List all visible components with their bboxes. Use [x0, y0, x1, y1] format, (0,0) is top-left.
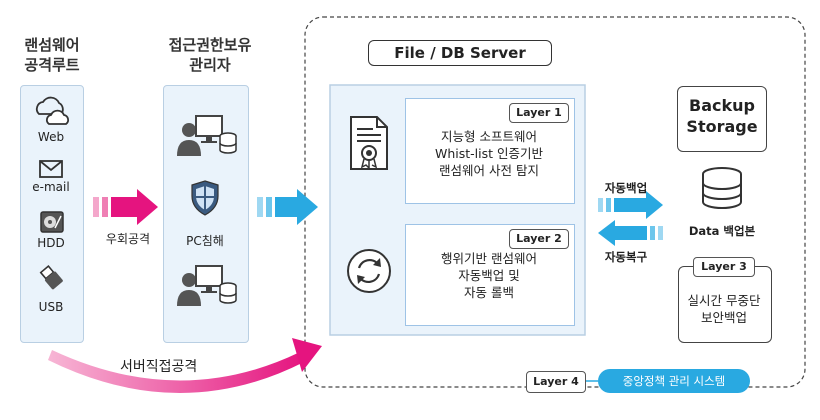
admin-pc-icon-top — [177, 115, 237, 156]
admin-title-line2: 관리자 — [189, 56, 231, 74]
backup-storage-box: Backup Storage — [677, 86, 767, 152]
admin-title-line1: 접근권한보유 — [168, 36, 252, 54]
pc-breach-label: PC침해 — [186, 234, 224, 248]
admin-pc-icon-bottom — [177, 265, 237, 306]
layer1-line1: 지능형 소프트웨어 — [441, 129, 537, 144]
layer1-line2: Whist-list 인증기반 — [434, 146, 543, 161]
auto-backup-label: 자동백업 — [604, 181, 648, 195]
envelope-icon — [39, 160, 63, 178]
direct-attack-arrow — [48, 338, 322, 394]
ransomware-title: 랜섬웨어 공격루트 — [0, 35, 104, 75]
hdd-label: HDD — [37, 236, 65, 250]
usb-icon — [39, 264, 63, 290]
ransomware-title-line1: 랜섬웨어 — [24, 36, 80, 54]
database-icon — [702, 167, 742, 209]
email-label: e-mail — [32, 180, 70, 194]
layer4-tag: Layer 4 — [526, 371, 586, 393]
central-policy-system: 중앙정책 관리 시스템 — [598, 369, 750, 393]
layer3-line1: 실시간 무중단 — [687, 293, 761, 308]
layer2-line1: 행위기반 랜섬웨어 — [441, 251, 537, 266]
auto-backup-arrow — [598, 191, 663, 219]
bypass-arrow — [93, 189, 158, 225]
layer2-line3: 자동 롤백 — [464, 285, 514, 300]
server-entry-arrow — [257, 189, 318, 225]
admin-title: 접근권한보유 관리자 — [150, 35, 270, 75]
layer2-tag: Layer 2 — [509, 229, 569, 249]
direct-attack-label: 서버직접공격 — [120, 359, 198, 375]
backup-title-line2: Storage — [686, 117, 758, 136]
auto-restore-label: 자동복구 — [604, 250, 648, 264]
layer2-text: 행위기반 랜섬웨어 자동백업 및 자동 롤백 — [405, 250, 573, 301]
layer3-box — [678, 266, 772, 343]
shield-icon — [191, 180, 219, 216]
layer1-tag: Layer 1 — [509, 103, 569, 123]
usb-label: USB — [38, 300, 64, 314]
hdd-icon — [40, 211, 64, 233]
layer2-line2: 자동백업 및 — [458, 268, 520, 283]
data-backup-label: Data 백업본 — [688, 224, 756, 238]
layer3-text: 실시간 무중단 보안백업 — [678, 292, 770, 326]
server-title: File / DB Server — [368, 40, 552, 66]
layer3-line2: 보안백업 — [700, 310, 747, 325]
layer3-tag: Layer 3 — [693, 257, 755, 277]
backup-title-line1: Backup — [689, 96, 755, 115]
web-label: Web — [37, 130, 65, 144]
ransomware-title-line2: 공격루트 — [24, 56, 80, 74]
certificate-icon — [350, 116, 388, 170]
auto-restore-arrow — [598, 220, 663, 246]
layer1-line3: 랜섬웨어 사전 탐지 — [439, 163, 539, 178]
cloud-icon — [35, 96, 69, 125]
layer1-text: 지능형 소프트웨어 Whist-list 인증기반 랜섬웨어 사전 탐지 — [405, 128, 573, 179]
sync-icon — [347, 249, 391, 293]
bypass-attack-label: 우회공격 — [105, 232, 151, 246]
